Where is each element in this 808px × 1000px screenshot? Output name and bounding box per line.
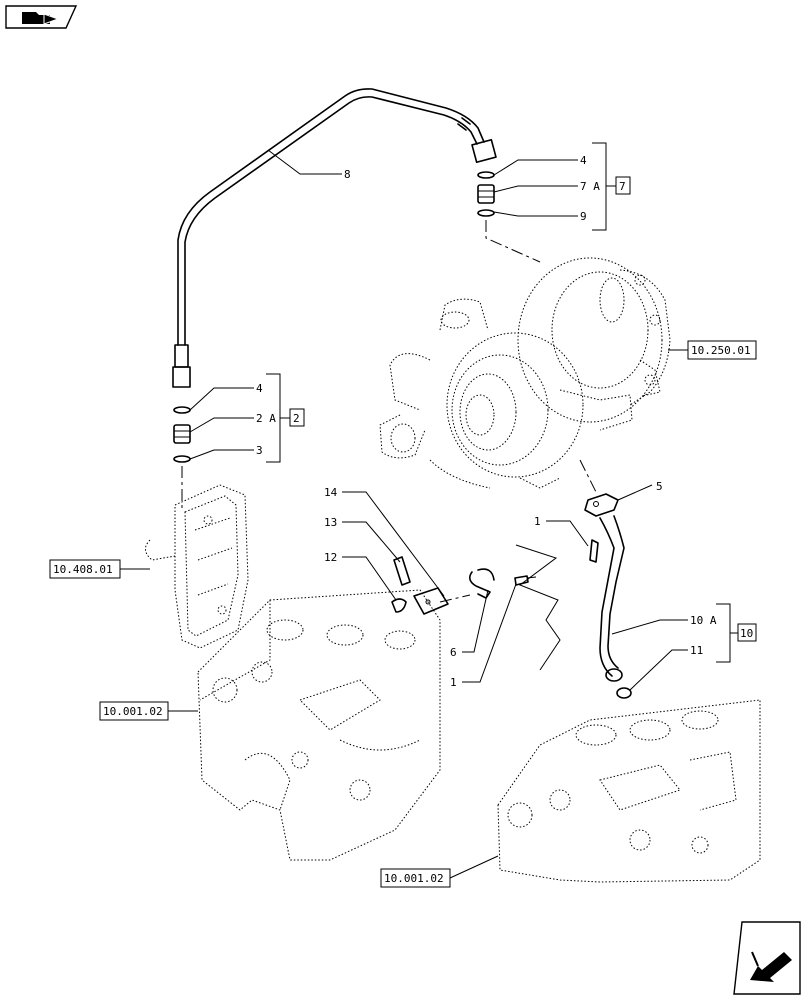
ref-filter-head-label: 10.408.01 — [53, 563, 113, 576]
lower-fittings — [173, 406, 191, 463]
filter-head — [145, 484, 249, 649]
kit-box-7[interactable]: 7 — [615, 176, 631, 195]
kit-7-label: 7 — [619, 180, 626, 193]
oil-drain-pipe — [584, 493, 632, 699]
callout-14: 14 — [324, 486, 338, 499]
engine-block-left — [197, 589, 441, 861]
bracket-assembly — [391, 556, 537, 615]
ref-block-left-label: 10.001.02 — [103, 705, 163, 718]
kit-10-label: 10 — [740, 627, 753, 640]
callout-1-bolt: 1 — [534, 515, 541, 528]
drain-bolt — [589, 539, 599, 563]
ref-link-filter-head[interactable]: 10.408.01 — [49, 559, 150, 579]
centre-line-bracket — [439, 594, 471, 603]
callout-12: 12 — [324, 551, 337, 564]
callout-4-upper: 4 — [580, 154, 587, 167]
oil-feed-pipe — [172, 88, 497, 388]
kit-2-label: 2 — [293, 412, 300, 425]
section-break-line — [515, 544, 561, 671]
callout-7a: 7 A — [580, 180, 600, 193]
ref-block-right-label: 10.001.02 — [384, 872, 444, 885]
callout-11: 11 — [690, 644, 703, 657]
callout-10a: 10 A — [690, 614, 717, 627]
ref-turbo-label: 10.250.01 — [691, 344, 751, 357]
ref-link-block-left[interactable]: 10.001.02 — [99, 701, 198, 721]
folder-arrow-icon[interactable] — [5, 5, 78, 29]
callout-4-lower: 4 — [256, 382, 263, 395]
callout-1-screw: 1 — [450, 676, 457, 689]
centre-line-turbo — [579, 459, 597, 493]
leader-lines — [189, 149, 688, 691]
upper-fittings — [477, 171, 495, 217]
kit-brackets — [266, 142, 738, 663]
centre-line-upper — [485, 220, 541, 263]
callout-13: 13 — [324, 516, 337, 529]
callout-3: 3 — [256, 444, 263, 457]
callout-5: 5 — [656, 480, 663, 493]
callout-8: 8 — [344, 168, 351, 181]
return-arrow-icon[interactable] — [733, 921, 801, 995]
engine-block-right — [497, 699, 761, 883]
callout-6: 6 — [450, 646, 457, 659]
callout-9: 9 — [580, 210, 587, 223]
ref-link-block-right[interactable]: 10.001.02 — [380, 855, 499, 888]
kit-box-2[interactable]: 2 — [289, 408, 305, 427]
ref-link-turbocharger[interactable]: 10.250.01 — [668, 340, 757, 360]
callout-2a: 2 A — [256, 412, 276, 425]
turbocharger — [379, 257, 671, 489]
kit-box-10[interactable]: 10 — [737, 623, 757, 642]
